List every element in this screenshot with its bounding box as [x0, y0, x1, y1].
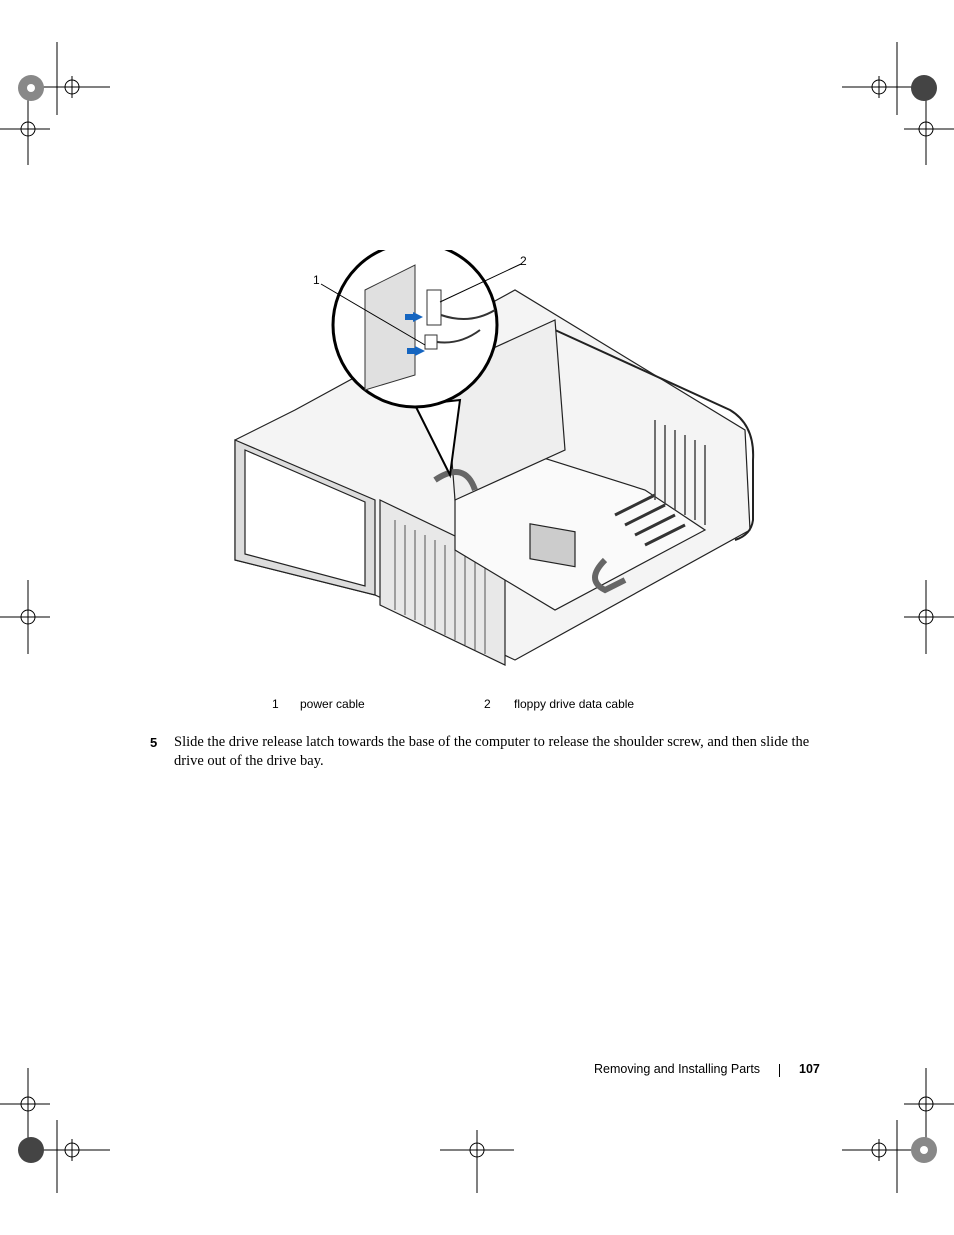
footer-section-title: Removing and Installing Parts [594, 1062, 761, 1076]
step-number: 5 [150, 735, 158, 750]
legend-number-1: 1 [272, 697, 279, 711]
legend-label-power-cable: power cable [300, 697, 365, 711]
callout-number-1-label: 1 [313, 273, 320, 287]
callout-number-2-label: 2 [520, 254, 527, 268]
legend-label-floppy-data-cable: floppy drive data cable [514, 697, 635, 711]
page-number: 107 [799, 1062, 820, 1076]
legend-number-2: 2 [484, 697, 491, 711]
computer-interior-illustration [234, 250, 755, 666]
step-text: Slide the drive release latch towards th… [174, 734, 810, 769]
page-footer: Removing and Installing Parts 107 [594, 1062, 820, 1077]
footer-divider [779, 1064, 780, 1077]
